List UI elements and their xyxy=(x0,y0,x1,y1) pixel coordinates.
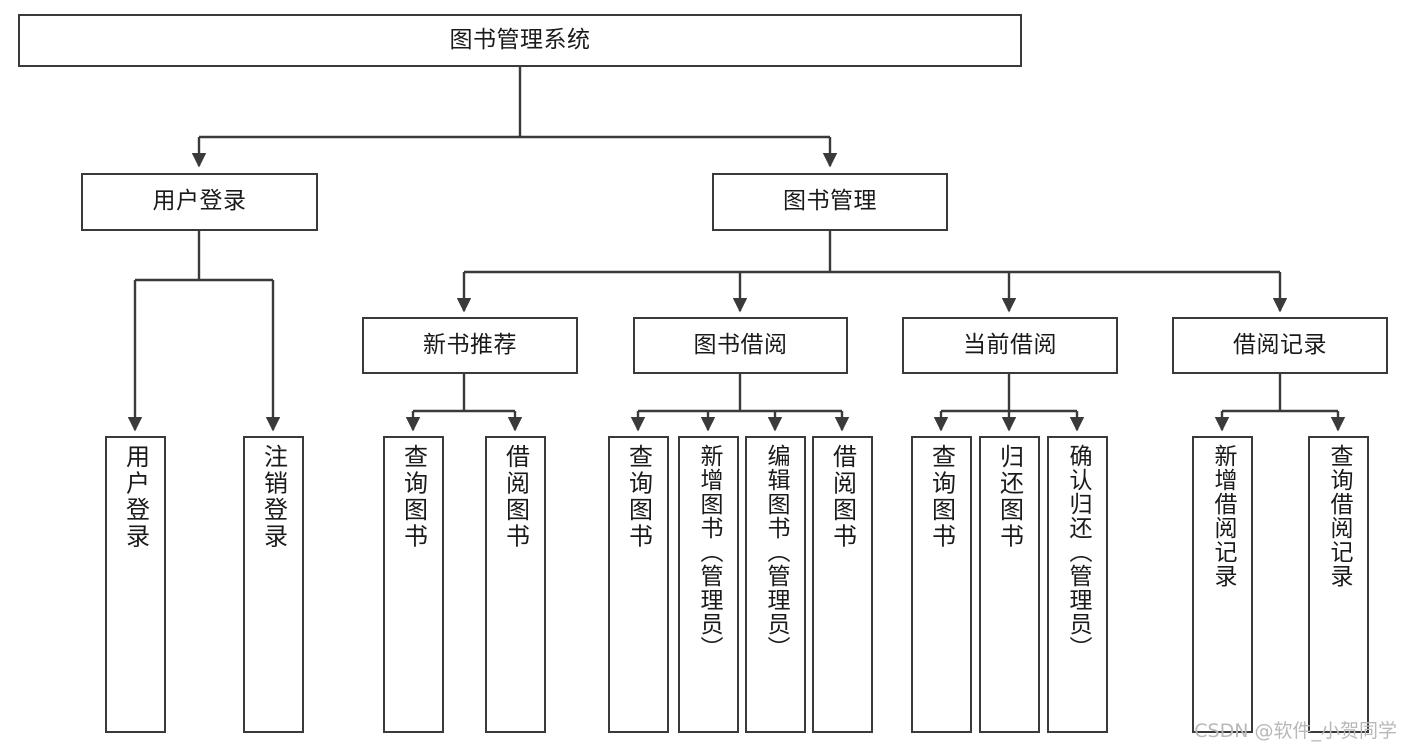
node-leaf-edit-book[interactable]: 编辑图书（管理员） xyxy=(745,436,806,733)
node-leaf-add-book-label: 新增图书（管理员） xyxy=(696,444,722,660)
node-leaf-logout-label: 注销登录 xyxy=(259,444,288,550)
node-new-book-rec[interactable]: 新书推荐 xyxy=(362,317,578,374)
node-leaf-borrow-book-1[interactable]: 借阅图书 xyxy=(485,436,546,733)
node-leaf-user-login-label: 用户登录 xyxy=(121,444,150,550)
node-borrow-record[interactable]: 借阅记录 xyxy=(1172,317,1388,374)
node-root-label: 图书管理系统 xyxy=(449,26,591,53)
node-leaf-query-book-2[interactable]: 查询图书 xyxy=(608,436,669,733)
node-book-borrow[interactable]: 图书借阅 xyxy=(633,317,848,374)
node-leaf-edit-book-label: 编辑图书（管理员） xyxy=(763,444,789,660)
node-book-manage-label: 图书管理 xyxy=(783,188,877,215)
node-new-book-rec-label: 新书推荐 xyxy=(423,331,517,358)
node-leaf-borrow-book-2[interactable]: 借阅图书 xyxy=(812,436,873,733)
node-leaf-query-record[interactable]: 查询借阅记录 xyxy=(1308,436,1369,733)
node-leaf-return-book-label: 归还图书 xyxy=(995,444,1024,550)
node-book-borrow-label: 图书借阅 xyxy=(693,331,788,358)
node-leaf-user-login[interactable]: 用户登录 xyxy=(105,436,166,733)
node-leaf-logout[interactable]: 注销登录 xyxy=(243,436,304,733)
node-leaf-add-record-label: 新增借阅记录 xyxy=(1210,444,1236,588)
node-leaf-borrow-book-2-label: 借阅图书 xyxy=(828,444,857,550)
node-leaf-return-book[interactable]: 归还图书 xyxy=(979,436,1040,733)
node-leaf-query-book-1-label: 查询图书 xyxy=(399,444,428,550)
node-user-login[interactable]: 用户登录 xyxy=(81,173,318,231)
node-borrow-record-label: 借阅记录 xyxy=(1233,331,1327,358)
node-leaf-query-book-1[interactable]: 查询图书 xyxy=(383,436,444,733)
node-user-login-label: 用户登录 xyxy=(152,188,247,215)
node-leaf-query-book-3[interactable]: 查询图书 xyxy=(911,436,972,733)
node-leaf-query-record-label: 查询借阅记录 xyxy=(1326,444,1352,588)
node-book-manage[interactable]: 图书管理 xyxy=(712,173,948,231)
node-leaf-borrow-book-1-label: 借阅图书 xyxy=(501,444,530,550)
node-leaf-add-record[interactable]: 新增借阅记录 xyxy=(1192,436,1253,733)
node-current-borrow-label: 当前借阅 xyxy=(963,331,1057,358)
node-leaf-add-book[interactable]: 新增图书（管理员） xyxy=(678,436,739,733)
node-leaf-confirm-return[interactable]: 确认归还（管理员） xyxy=(1047,436,1108,733)
watermark: CSDN @软件_小贺同学 xyxy=(1194,720,1397,742)
node-leaf-confirm-return-label: 确认归还（管理员） xyxy=(1065,444,1091,660)
node-leaf-query-book-3-label: 查询图书 xyxy=(927,444,956,550)
node-root[interactable]: 图书管理系统 xyxy=(18,14,1022,67)
node-leaf-query-book-2-label: 查询图书 xyxy=(624,444,653,550)
node-current-borrow[interactable]: 当前借阅 xyxy=(902,317,1118,374)
